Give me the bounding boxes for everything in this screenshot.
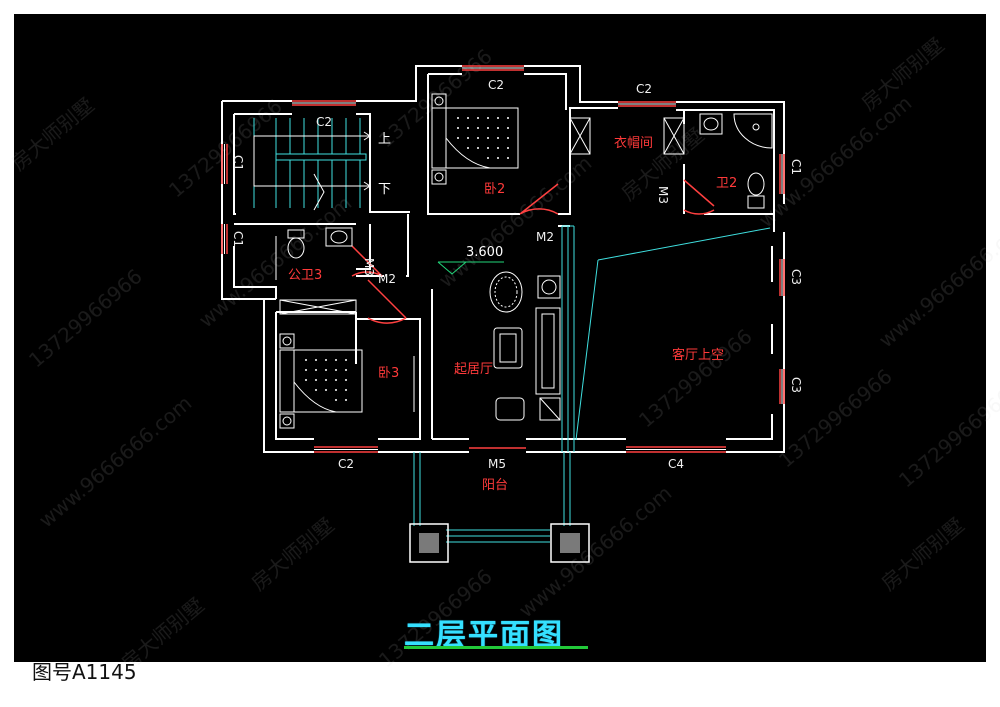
room-label-family-room: 起居厅 xyxy=(454,362,494,377)
window-label: C1 xyxy=(789,158,804,176)
door-label: M2 xyxy=(378,272,396,286)
bath2-fixtures xyxy=(699,113,773,209)
stair-up-label: 上 xyxy=(378,132,392,147)
level-mark xyxy=(437,261,504,275)
stair xyxy=(253,118,370,208)
level-label: 3.600 xyxy=(466,245,504,260)
title-underline xyxy=(404,646,588,649)
door-label: M2 xyxy=(536,230,554,244)
window-label: C4 xyxy=(668,457,685,471)
balcony xyxy=(413,452,571,543)
floor-plan xyxy=(221,65,785,563)
room-label-living-void: 客厅上空 xyxy=(672,348,725,363)
living-void-lines xyxy=(561,225,771,452)
drawing-number: 图号A1145 xyxy=(32,660,137,684)
window-label: C2 xyxy=(338,457,355,471)
public-bath-fixtures xyxy=(275,227,353,280)
stair-down-label: 下 xyxy=(378,182,392,197)
windows xyxy=(221,65,785,453)
bedroom2-bed-dots xyxy=(457,117,509,159)
window-label: C2 xyxy=(636,82,653,96)
balcony-column-fill xyxy=(419,533,580,553)
window-label: C1 xyxy=(231,154,246,172)
bedroom3-bed-dots xyxy=(305,359,347,401)
door-label: M3 xyxy=(362,258,376,276)
room-label-balcony: 阳台 xyxy=(482,478,509,493)
door-label: M5 xyxy=(488,457,506,471)
cad-drawing-area: 房大师别墅 13729966966 www.9666666.com 房大师别墅 … xyxy=(7,14,1000,675)
window-label: C2 xyxy=(488,78,505,92)
window-label: C2 xyxy=(316,115,333,129)
doors xyxy=(351,179,715,324)
window-label: C1 xyxy=(231,230,246,248)
bedroom3-furniture xyxy=(279,299,415,429)
balcony-columns xyxy=(409,523,590,563)
room-label-public-bath3: 公卫3 xyxy=(288,268,323,283)
room-label-wardrobe: 衣帽间 xyxy=(614,136,654,151)
family-room-furniture xyxy=(489,271,561,421)
room-label-bedroom3: 卧3 xyxy=(378,366,400,381)
bedroom2-furniture xyxy=(431,93,519,185)
stair-arrows xyxy=(253,131,371,211)
wardrobe-cabinets xyxy=(569,117,685,155)
room-label-bath2: 卫2 xyxy=(716,176,738,191)
room-label-bedroom2: 卧2 xyxy=(484,182,506,197)
door-label: M3 xyxy=(656,186,670,204)
window-label: C3 xyxy=(789,376,804,394)
window-label: C3 xyxy=(789,268,804,286)
